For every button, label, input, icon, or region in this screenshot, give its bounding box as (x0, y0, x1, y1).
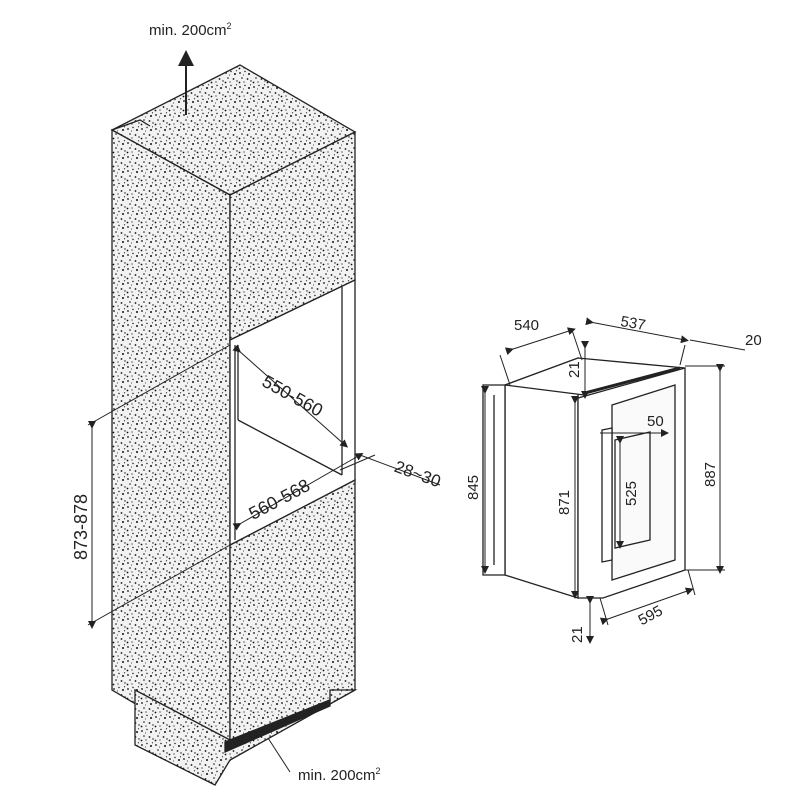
handle-offset-label: 50 (647, 413, 664, 430)
bottom-ventilation-text: min. 200cm (298, 767, 376, 784)
niche-dimensions (87, 344, 441, 629)
cabinet (110, 64, 358, 786)
appliance-glass (611, 384, 676, 581)
appliance (482, 357, 686, 599)
appliance-offset-20-label: 20 (745, 332, 762, 349)
niche-height-label: 873-878 (71, 493, 91, 560)
appliance-top-width-label: 537 (619, 313, 647, 335)
appliance-dimensions (481, 317, 746, 644)
cabinet-left-face (111, 128, 231, 762)
appliance-top-gap-label: 21 (566, 361, 583, 378)
appliance-bottom-gap-label: 21 (569, 626, 586, 643)
appliance-body-height-label: 871 (556, 489, 573, 515)
bottom-ventilation-pointer (267, 737, 291, 773)
bottom-vent-slot (224, 699, 331, 753)
top-ventilation-unit: 2 (226, 21, 232, 31)
top-ventilation-text: min. 200cm (149, 22, 227, 39)
bottom-ventilation-label: min. 200cm2 (298, 766, 381, 784)
appliance-side-height-label: 845 (465, 474, 482, 500)
bottom-ventilation-unit: 2 (375, 766, 381, 776)
appliance-depth-label: 540 (514, 317, 540, 334)
appliance-front-height-label: 887 (702, 461, 719, 487)
appliance-handle (601, 427, 613, 563)
top-ventilation-label: min. 200cm2 (149, 21, 232, 39)
handle-height-label: 525 (623, 480, 640, 506)
appliance-side (504, 357, 579, 599)
